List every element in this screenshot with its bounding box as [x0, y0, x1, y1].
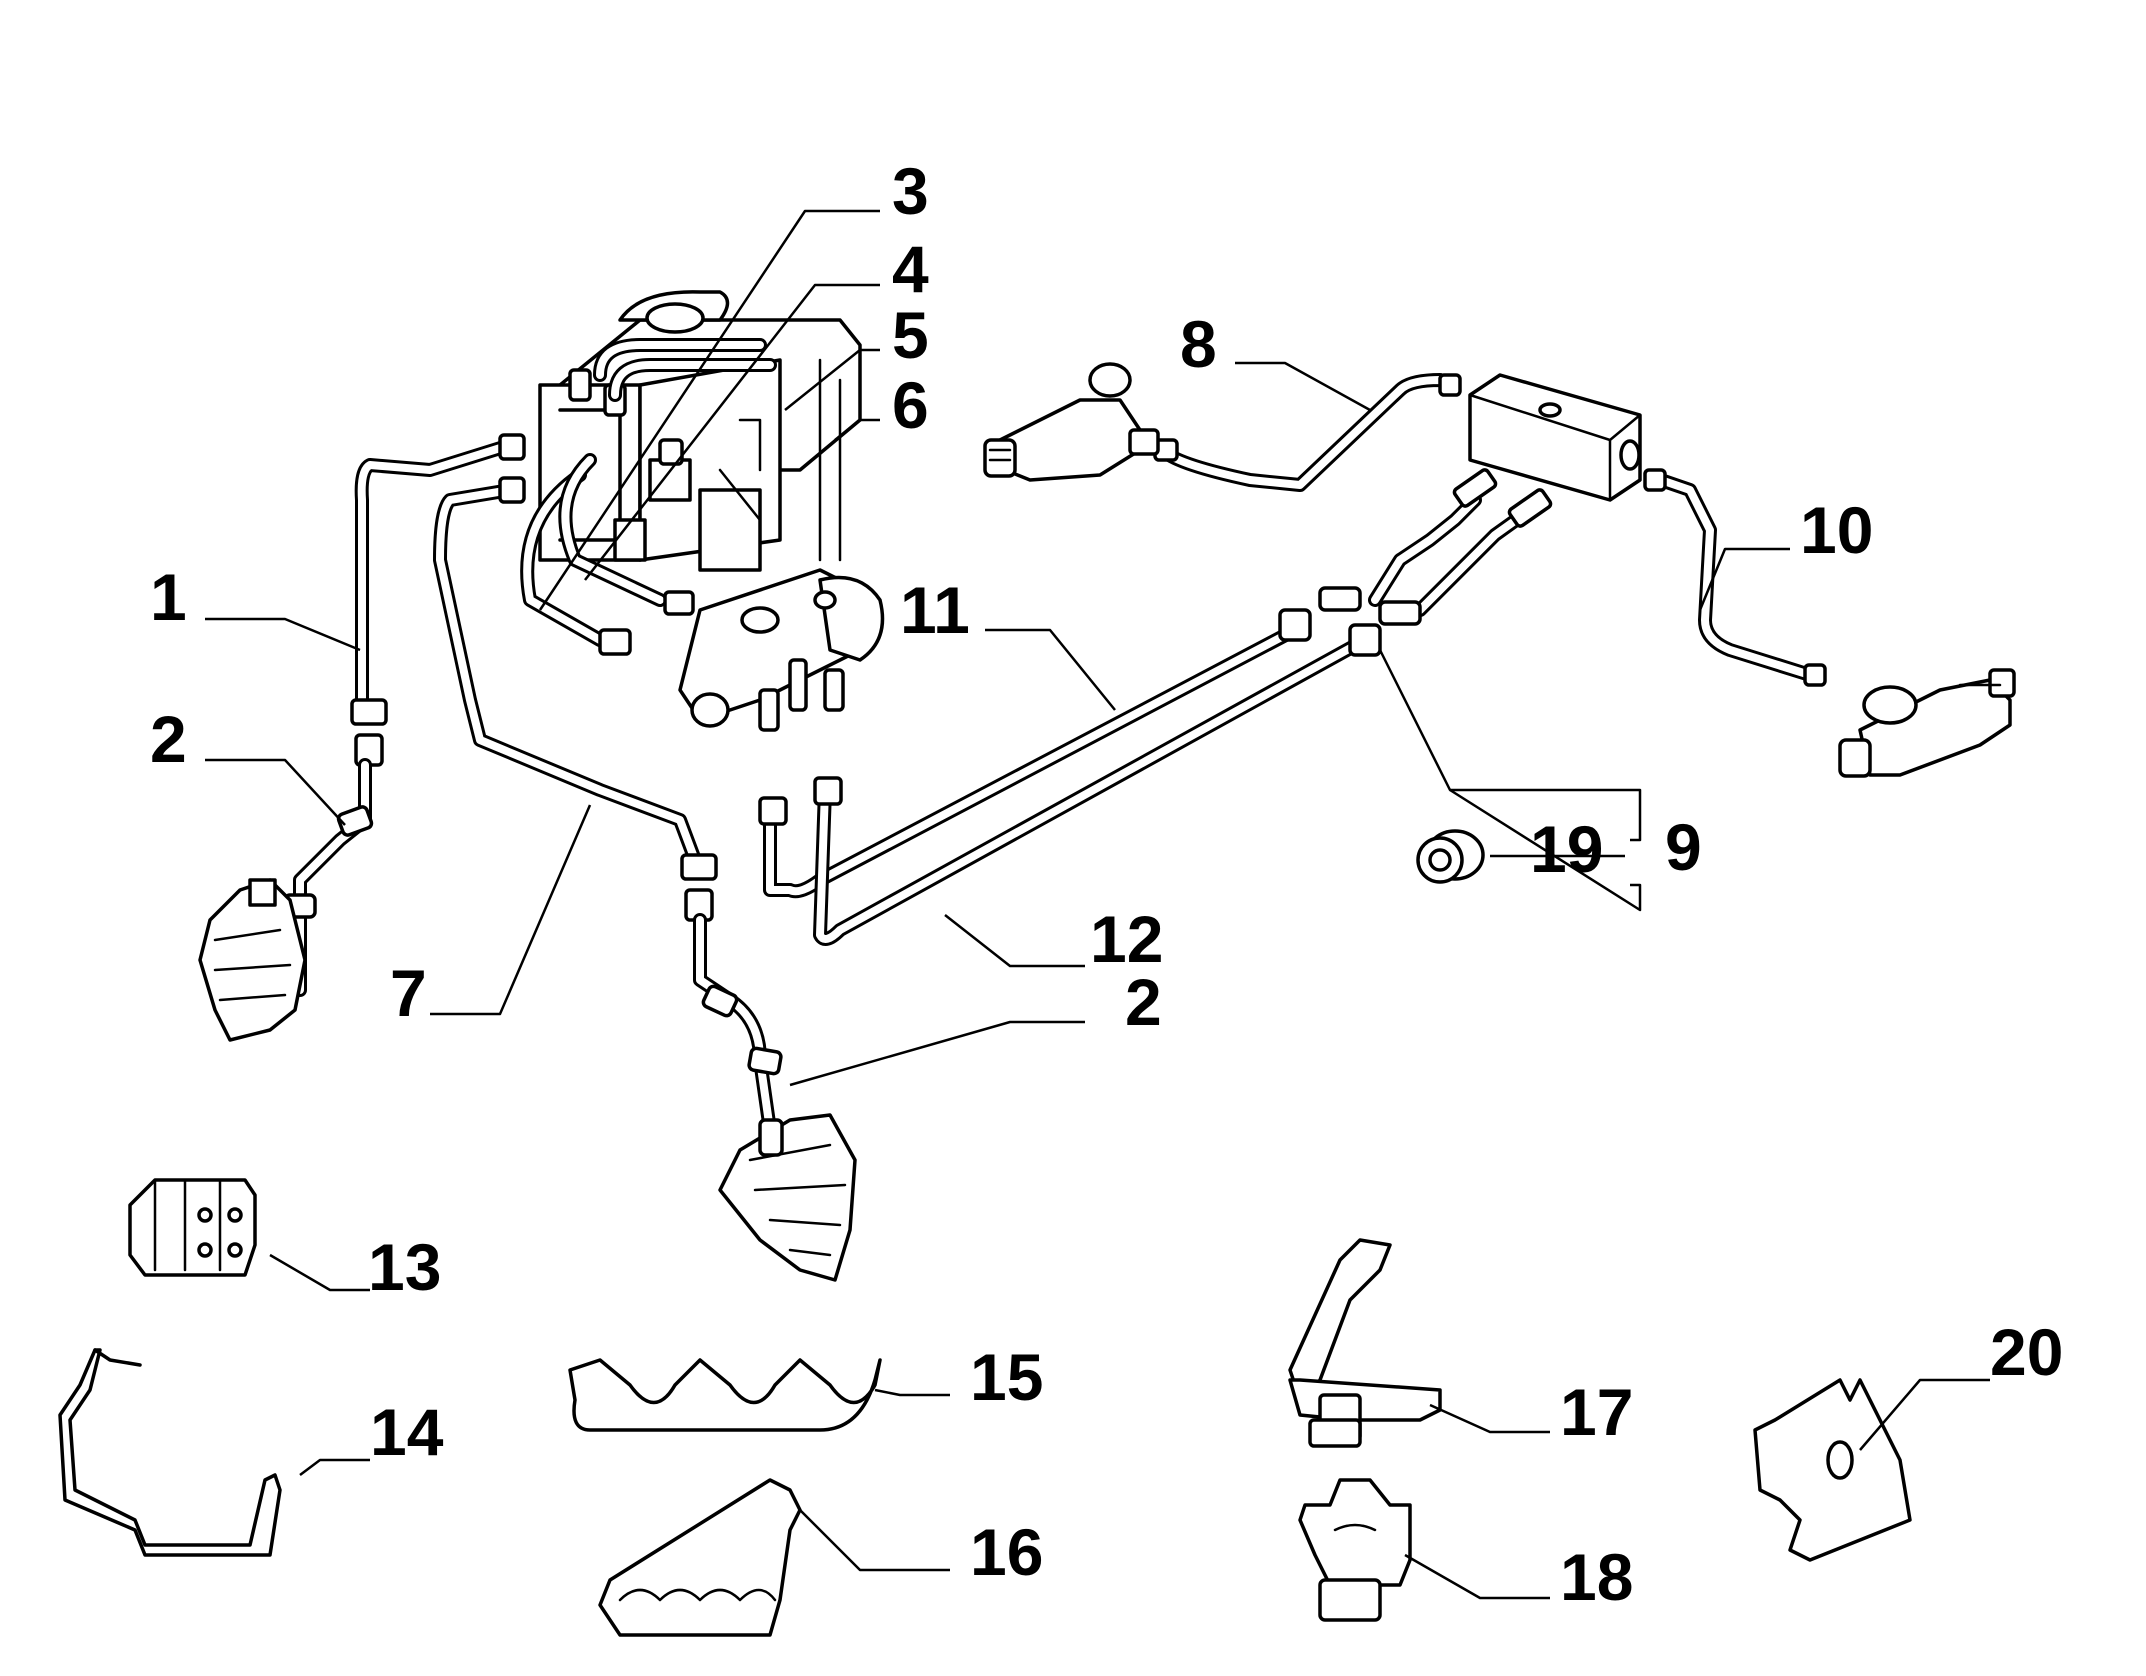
callout-17: 17 [1560, 1375, 1633, 1449]
rear-distribution-block [1468, 373, 1642, 502]
part-19-grommet [1416, 829, 1485, 884]
callout-12: 12 [1090, 902, 1163, 976]
left-front-caliper [198, 758, 374, 1042]
callout-1: 1 [150, 560, 187, 634]
rear-wheel-cylinder-left [983, 362, 1160, 482]
callout-10: 10 [1800, 493, 1873, 567]
callout-7: 7 [390, 956, 427, 1030]
callout-20: 20 [1990, 1315, 2063, 1389]
brake-pipes [354, 338, 1817, 946]
part-20-bracket [1753, 1378, 1912, 1562]
callout-5: 5 [892, 298, 929, 372]
callout-2-lower: 2 [1125, 965, 1162, 1039]
callout-18: 18 [1560, 1540, 1633, 1614]
callout-19: 19 [1530, 812, 1603, 886]
callout-9: 9 [1665, 810, 1702, 884]
callout-labels: 1 2 3 4 5 6 7 8 9 10 11 12 2 13 14 15 16… [150, 154, 2063, 1614]
part-14-bracket [58, 1348, 282, 1557]
part-13-connector [128, 1178, 257, 1277]
callout-2-upper: 2 [150, 702, 187, 776]
callout-4: 4 [892, 232, 929, 306]
callout-13: 13 [368, 1230, 441, 1304]
abs-hydraulic-unit [538, 290, 885, 732]
rear-wheel-cylinder-right [1838, 668, 2016, 778]
pipe-fittings [350, 373, 1827, 922]
callout-8: 8 [1180, 307, 1217, 381]
callout-3: 3 [892, 154, 929, 228]
leader-lines [205, 209, 1990, 1600]
part-15-pipe-clip [568, 1358, 882, 1432]
callout-16: 16 [970, 1515, 1043, 1589]
right-front-caliper [693, 913, 857, 1282]
callout-11: 11 [900, 573, 970, 647]
part-17-clip-bracket [1288, 1238, 1442, 1448]
callout-6: 6 [892, 368, 929, 442]
callout-15: 15 [970, 1340, 1043, 1414]
callout-14: 14 [370, 1395, 444, 1469]
part-16-pipe-clip [598, 1478, 802, 1637]
part-18-clip [1298, 1478, 1412, 1622]
